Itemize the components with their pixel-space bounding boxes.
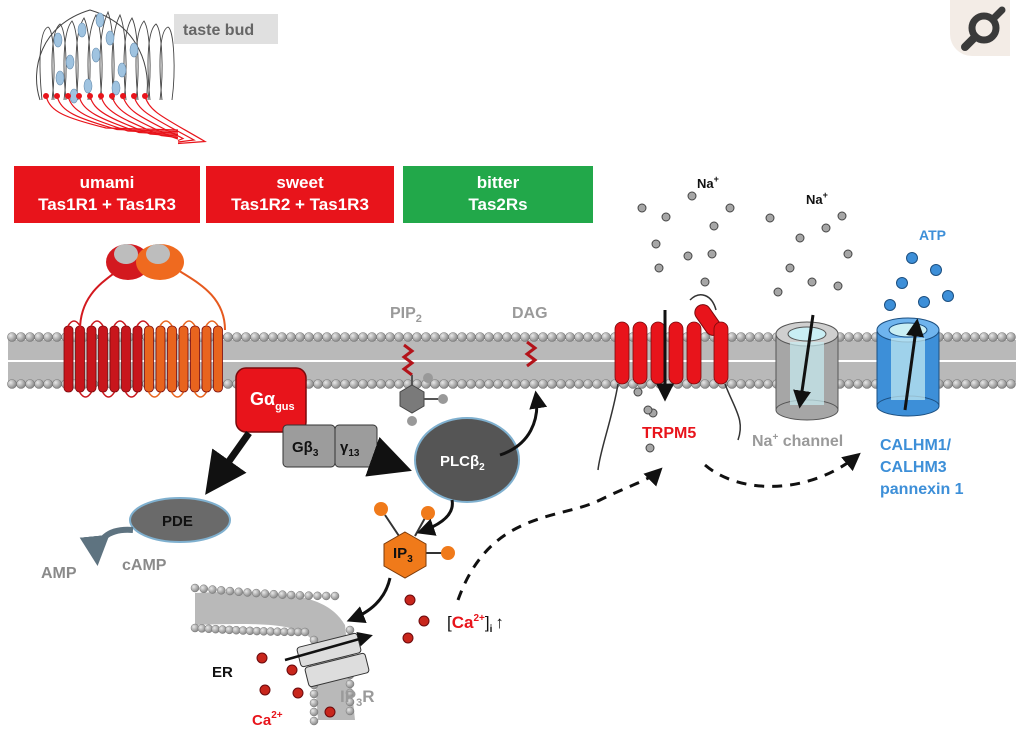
ca-label: Ca2+ [252, 710, 283, 729]
magnifier-icon [961, 6, 1006, 51]
sodium-ions [633, 191, 853, 453]
na-label-2: Na+ [806, 190, 828, 207]
trpm5-label: TRPM5 [642, 425, 696, 442]
calhm-label-1: CALHM1/ [880, 437, 952, 454]
magnifier-button[interactable] [950, 0, 1010, 56]
taste-bud-illustration [36, 9, 207, 145]
sweet-genes: Tas1R2 + Tas1R3 [231, 195, 369, 214]
atp-molecules [884, 252, 954, 311]
na-channel-label: Na+ channel [752, 432, 843, 450]
taste-bud-label: taste bud [183, 22, 254, 39]
cell-membrane [7, 332, 1016, 389]
pip2-lipid [401, 343, 415, 377]
umami-genes: Tas1R1 + Tas1R3 [38, 195, 176, 214]
calhm-channel [876, 317, 940, 417]
pip2-label: PIP2 [390, 305, 422, 325]
pde-enzyme [129, 497, 231, 543]
g-beta-protein [282, 424, 336, 468]
sweet-label: sweet [276, 173, 324, 192]
bitter-genes: Tas2Rs [468, 195, 528, 214]
atp-label: ATP [919, 227, 946, 243]
na-label-1: Na+ [697, 174, 719, 191]
gpcr-receptor [63, 244, 226, 398]
umami-receptor-box: umami Tas1R1 + Tas1R3 [14, 166, 200, 223]
amp-label: AMP [41, 565, 77, 582]
trpm5-channel [597, 294, 742, 471]
ip3-molecule [374, 502, 455, 579]
bitter-label: bitter [476, 173, 520, 192]
camp-label: cAMP [122, 557, 167, 574]
dag-label: DAG [512, 305, 548, 322]
er-label: ER [212, 664, 233, 681]
g-alpha-protein [235, 367, 307, 433]
taste-bud-label-box [174, 14, 278, 44]
umami-label: umami [79, 173, 135, 192]
g-alpha-label: Gαgus [250, 389, 295, 413]
na-channel [775, 321, 839, 421]
dag-lipid [524, 340, 538, 368]
signal-arrows [79, 310, 924, 662]
ip3r-channel [296, 632, 370, 688]
calhm-label-3: pannexin 1 [880, 481, 964, 498]
bitter-receptor-box: bitter Tas2Rs [403, 166, 593, 223]
ca-intracellular-label: [Ca2+]i↑ [447, 613, 504, 635]
er-membrane [190, 583, 355, 726]
plc-enzyme [414, 417, 520, 503]
g-gamma-protein [334, 424, 378, 468]
diagram-labels: taste bud PIP2 DAG Gαgus Gβ3 γ13 PLCβ2 P… [41, 14, 964, 729]
g-beta-label: Gβ3 [292, 439, 319, 459]
g-gamma-label: γ13 [340, 439, 360, 459]
plc-label: PLCβ2 [440, 453, 485, 473]
ip3-label: IP3 [393, 545, 413, 565]
calcium-ions [256, 594, 430, 718]
pde-label: PDE [162, 513, 193, 530]
sweet-receptor-box: sweet Tas1R2 + Tas1R3 [206, 166, 394, 223]
ip3r-label: IP3R [340, 687, 374, 709]
calhm-label-2: CALHM3 [880, 459, 947, 476]
pip2-headgroup [399, 373, 448, 426]
